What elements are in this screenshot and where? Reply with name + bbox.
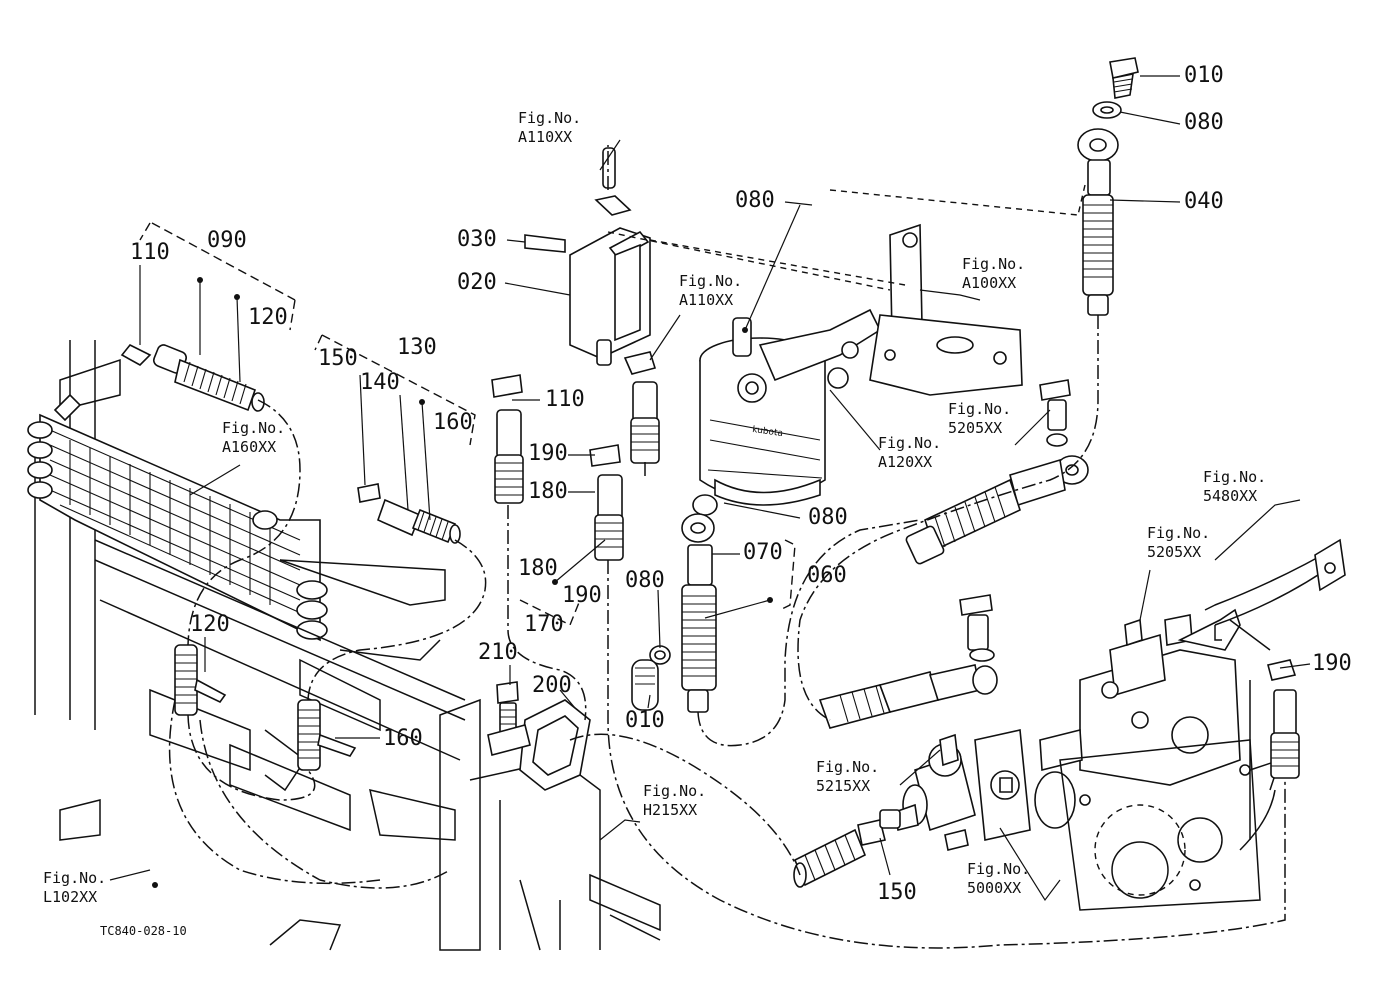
figref-5205-upper: Fig.No.5205XX [948, 400, 1012, 437]
callout-180-center: 180 [528, 479, 568, 504]
hose-070[interactable] [681, 494, 718, 713]
figref-l102: Fig.No.L102XX [43, 869, 107, 906]
callout-060: 060 [807, 563, 847, 588]
leader-lines [109, 75, 1311, 902]
pipe-180-right[interactable] [589, 444, 624, 561]
callout-150-lower: 150 [877, 880, 917, 905]
banjo-hose-upper-right[interactable] [905, 379, 1089, 565]
hose-lower-5215[interactable] [818, 594, 998, 729]
washer-080-top[interactable] [1092, 101, 1122, 119]
bracket-a100 [869, 223, 1023, 396]
callout-110-left: 110 [130, 240, 170, 265]
figref-a100: Fig.No.A100XX [962, 255, 1026, 292]
figref-5000: Fig.No.5000XX [967, 860, 1031, 897]
hose-130[interactable] [357, 483, 461, 544]
callout-180-lower: 180 [518, 556, 558, 581]
callout-010-lower: 010 [625, 708, 665, 733]
lower-hose-160[interactable] [297, 699, 357, 771]
callout-010-top: 010 [1184, 63, 1224, 88]
hose-090[interactable] [120, 343, 265, 412]
pipe-5480 [1204, 538, 1346, 641]
callout-090: 090 [207, 228, 247, 253]
callout-120-top: 120 [248, 305, 288, 330]
drawing-id: TC840-028-10 [100, 924, 187, 938]
figref-5205-lower: Fig.No.5205XX [1147, 524, 1211, 561]
callout-040: 040 [1184, 189, 1224, 214]
callout-110-center: 110 [545, 387, 585, 412]
callout-120-lower: 120 [190, 612, 230, 637]
fuel-routing-lines [168, 145, 1286, 949]
figref-h215: Fig.No.H215XX [643, 782, 707, 819]
callout-160-lower: 160 [383, 726, 423, 751]
bolt-210[interactable] [496, 681, 519, 734]
figref-a110-mid: Fig.No.A110XX [679, 272, 743, 309]
pipe-mid-a110[interactable] [623, 351, 660, 464]
callout-150-left: 150 [318, 346, 358, 371]
oil-cooler[interactable] [27, 340, 328, 730]
callout-080-center: 080 [808, 505, 848, 530]
callout-140: 140 [360, 370, 400, 395]
injection-pump [1039, 608, 1282, 911]
figref-5215: Fig.No.5215XX [816, 758, 880, 795]
callout-030: 030 [457, 227, 497, 252]
hose-right-190[interactable] [1267, 659, 1300, 779]
banjo-bolt-010-top[interactable] [1109, 57, 1139, 99]
hose-150-lower[interactable] [793, 809, 901, 888]
pipe-180-left[interactable] [491, 374, 524, 504]
figref-a110-top: Fig.No.A110XX [518, 109, 582, 146]
figref-a120: Fig.No.A120XX [878, 434, 942, 471]
callout-080-top: 080 [1184, 110, 1224, 135]
callout-160-top: 160 [433, 410, 473, 435]
group-brackets [139, 184, 1086, 626]
callout-080-filter: 080 [735, 188, 775, 213]
figref-5480: Fig.No.5480XX [1203, 468, 1267, 505]
callout-200: 200 [532, 673, 572, 698]
dot-markers [152, 277, 773, 888]
callout-020: 020 [457, 270, 497, 295]
callout-130: 130 [397, 335, 437, 360]
callout-070: 070 [743, 540, 783, 565]
fuel-feed-pump[interactable] [894, 729, 1076, 851]
chassis-frame [59, 539, 661, 951]
hose-040[interactable] [1077, 128, 1119, 316]
grommet-200[interactable] [487, 699, 591, 791]
callout-190-right: 190 [1312, 651, 1352, 676]
callout-190-lower: 190 [562, 583, 602, 608]
banjo-bolt-010-mid[interactable] [631, 659, 659, 711]
callout-210: 210 [478, 640, 518, 665]
fuel-cup-020[interactable] [524, 147, 651, 366]
lower-hose-120[interactable] [174, 644, 227, 716]
figref-a160: Fig.No.A160XX [222, 419, 286, 456]
fuel-filter[interactable] [699, 308, 882, 506]
callout-190-center: 190 [528, 441, 568, 466]
callout-170: 170 [524, 612, 564, 637]
callout-080-lower: 080 [625, 568, 665, 593]
